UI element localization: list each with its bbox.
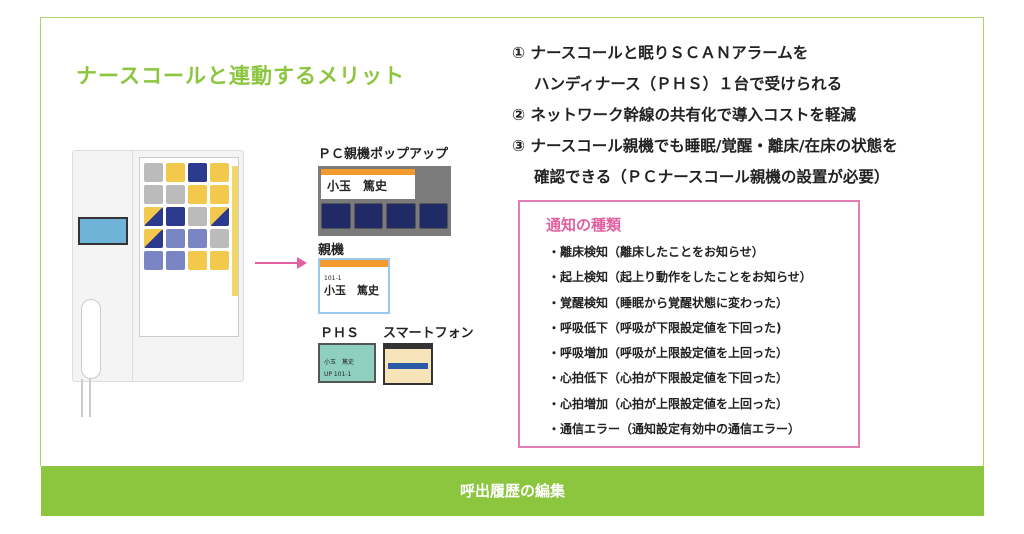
bed-tile-grid [144, 163, 230, 270]
bed-tile [210, 229, 229, 248]
bed-tile [144, 207, 163, 226]
bed-tile [210, 251, 229, 270]
pc-cell [321, 203, 351, 229]
device-small-screen [78, 217, 128, 245]
notice-item: ・起上検知（起上り動作をしたことをお知らせ） [548, 270, 812, 285]
call-history-edit-bar[interactable]: 呼出履歴の編集 [41, 466, 984, 516]
merit-2: ② ネットワーク幹線の共有化で導入コストを軽減 [512, 106, 857, 124]
bed-tile [188, 163, 207, 182]
merits-list: ① ナースコールと眠りＳＣＡＮアラームを ハンディナース（ＰＨＳ）１台で受けられ… [512, 38, 898, 193]
device-left-panel [73, 151, 133, 417]
patient-name: 小玉 篤史 [324, 359, 355, 366]
bed-tile [144, 185, 163, 204]
bed-tile [210, 163, 229, 182]
bed-tile [210, 185, 229, 204]
section-title: ナースコールと連動するメリット [76, 64, 405, 88]
room-number: 101-1 [324, 275, 342, 282]
merit-3-cont: 確認できる（ＰＣナースコール親機の設置が必要） [534, 168, 890, 186]
bed-tile [166, 185, 185, 204]
pc-cell [353, 203, 383, 229]
notice-item: ・覚醒検知（睡眠から覚醒状態に変わった） [548, 295, 789, 310]
bed-tile [144, 251, 163, 270]
bed-tile [166, 229, 185, 248]
phone-button [388, 363, 428, 369]
handset-icon [81, 299, 101, 379]
pc-popup-image: 小玉 篤史 [318, 166, 451, 236]
bed-tile [144, 229, 163, 248]
phs-room: UP 101-1 [324, 371, 352, 378]
bed-tile [210, 207, 229, 226]
phs-screen-image: 小玉 篤史 UP 101-1 [318, 343, 376, 383]
notice-item: ・心拍低下（心拍が下限設定値を下回った） [548, 371, 789, 386]
smartphone-label: スマートフォン [383, 326, 474, 341]
notice-item: ・通信エラー（通知設定有効中の通信エラー） [548, 422, 801, 437]
bed-tile [188, 185, 207, 204]
pc-cell [386, 203, 416, 229]
master-unit-screen-image: 101-1 小玉 篤史 [318, 258, 390, 314]
cord-icon [81, 379, 91, 417]
device-main-screen [139, 157, 239, 337]
bed-tile [166, 207, 185, 226]
bed-tile [188, 251, 207, 270]
bed-tile [144, 163, 163, 182]
notice-item: ・呼吸増加（呼吸が上限設定値を上回った） [548, 346, 789, 361]
arrow-right-icon [255, 257, 307, 269]
phs-label: ＰＨＳ [320, 326, 360, 341]
bed-tile [166, 163, 185, 182]
bed-tile [188, 229, 207, 248]
notice-item: ・心拍増加（心拍が上限設定値を上回った） [548, 396, 789, 411]
pc-cell [418, 203, 448, 229]
bed-tile [188, 207, 207, 226]
nurse-call-master-unit-image [72, 150, 244, 417]
notice-item: ・呼吸低下（呼吸が下限設定値を下回った) [548, 320, 782, 335]
master-unit-label: 親機 [318, 243, 345, 258]
merit-3: ③ ナースコール親機でも睡眠/覚醒・離床/在床の状態を [512, 137, 898, 155]
patient-name: 小玉 篤史 [324, 284, 379, 297]
side-tabs [232, 166, 238, 296]
notice-heading: 通知の種類 [546, 216, 622, 234]
pc-popup-label: ＰＣ親機ポップアップ [318, 147, 449, 162]
smartphone-screen-image [383, 343, 433, 385]
patient-name: 小玉 篤史 [327, 179, 388, 193]
popup-card: 小玉 篤史 [321, 169, 415, 199]
notice-item: ・離床検知（離床したことをお知らせ） [548, 245, 764, 259]
content-frame [40, 17, 984, 466]
bed-tile [166, 251, 185, 270]
status-header [320, 260, 388, 267]
merit-1-cont: ハンディナース（ＰＨＳ）１台で受けられる [534, 75, 843, 93]
notification-types-box: 通知の種類 ・離床検知（離床したことをお知らせ） ・起上検知（起上り動作をしたこ… [518, 200, 860, 448]
merit-1: ① ナースコールと眠りＳＣＡＮアラームを [512, 44, 809, 62]
